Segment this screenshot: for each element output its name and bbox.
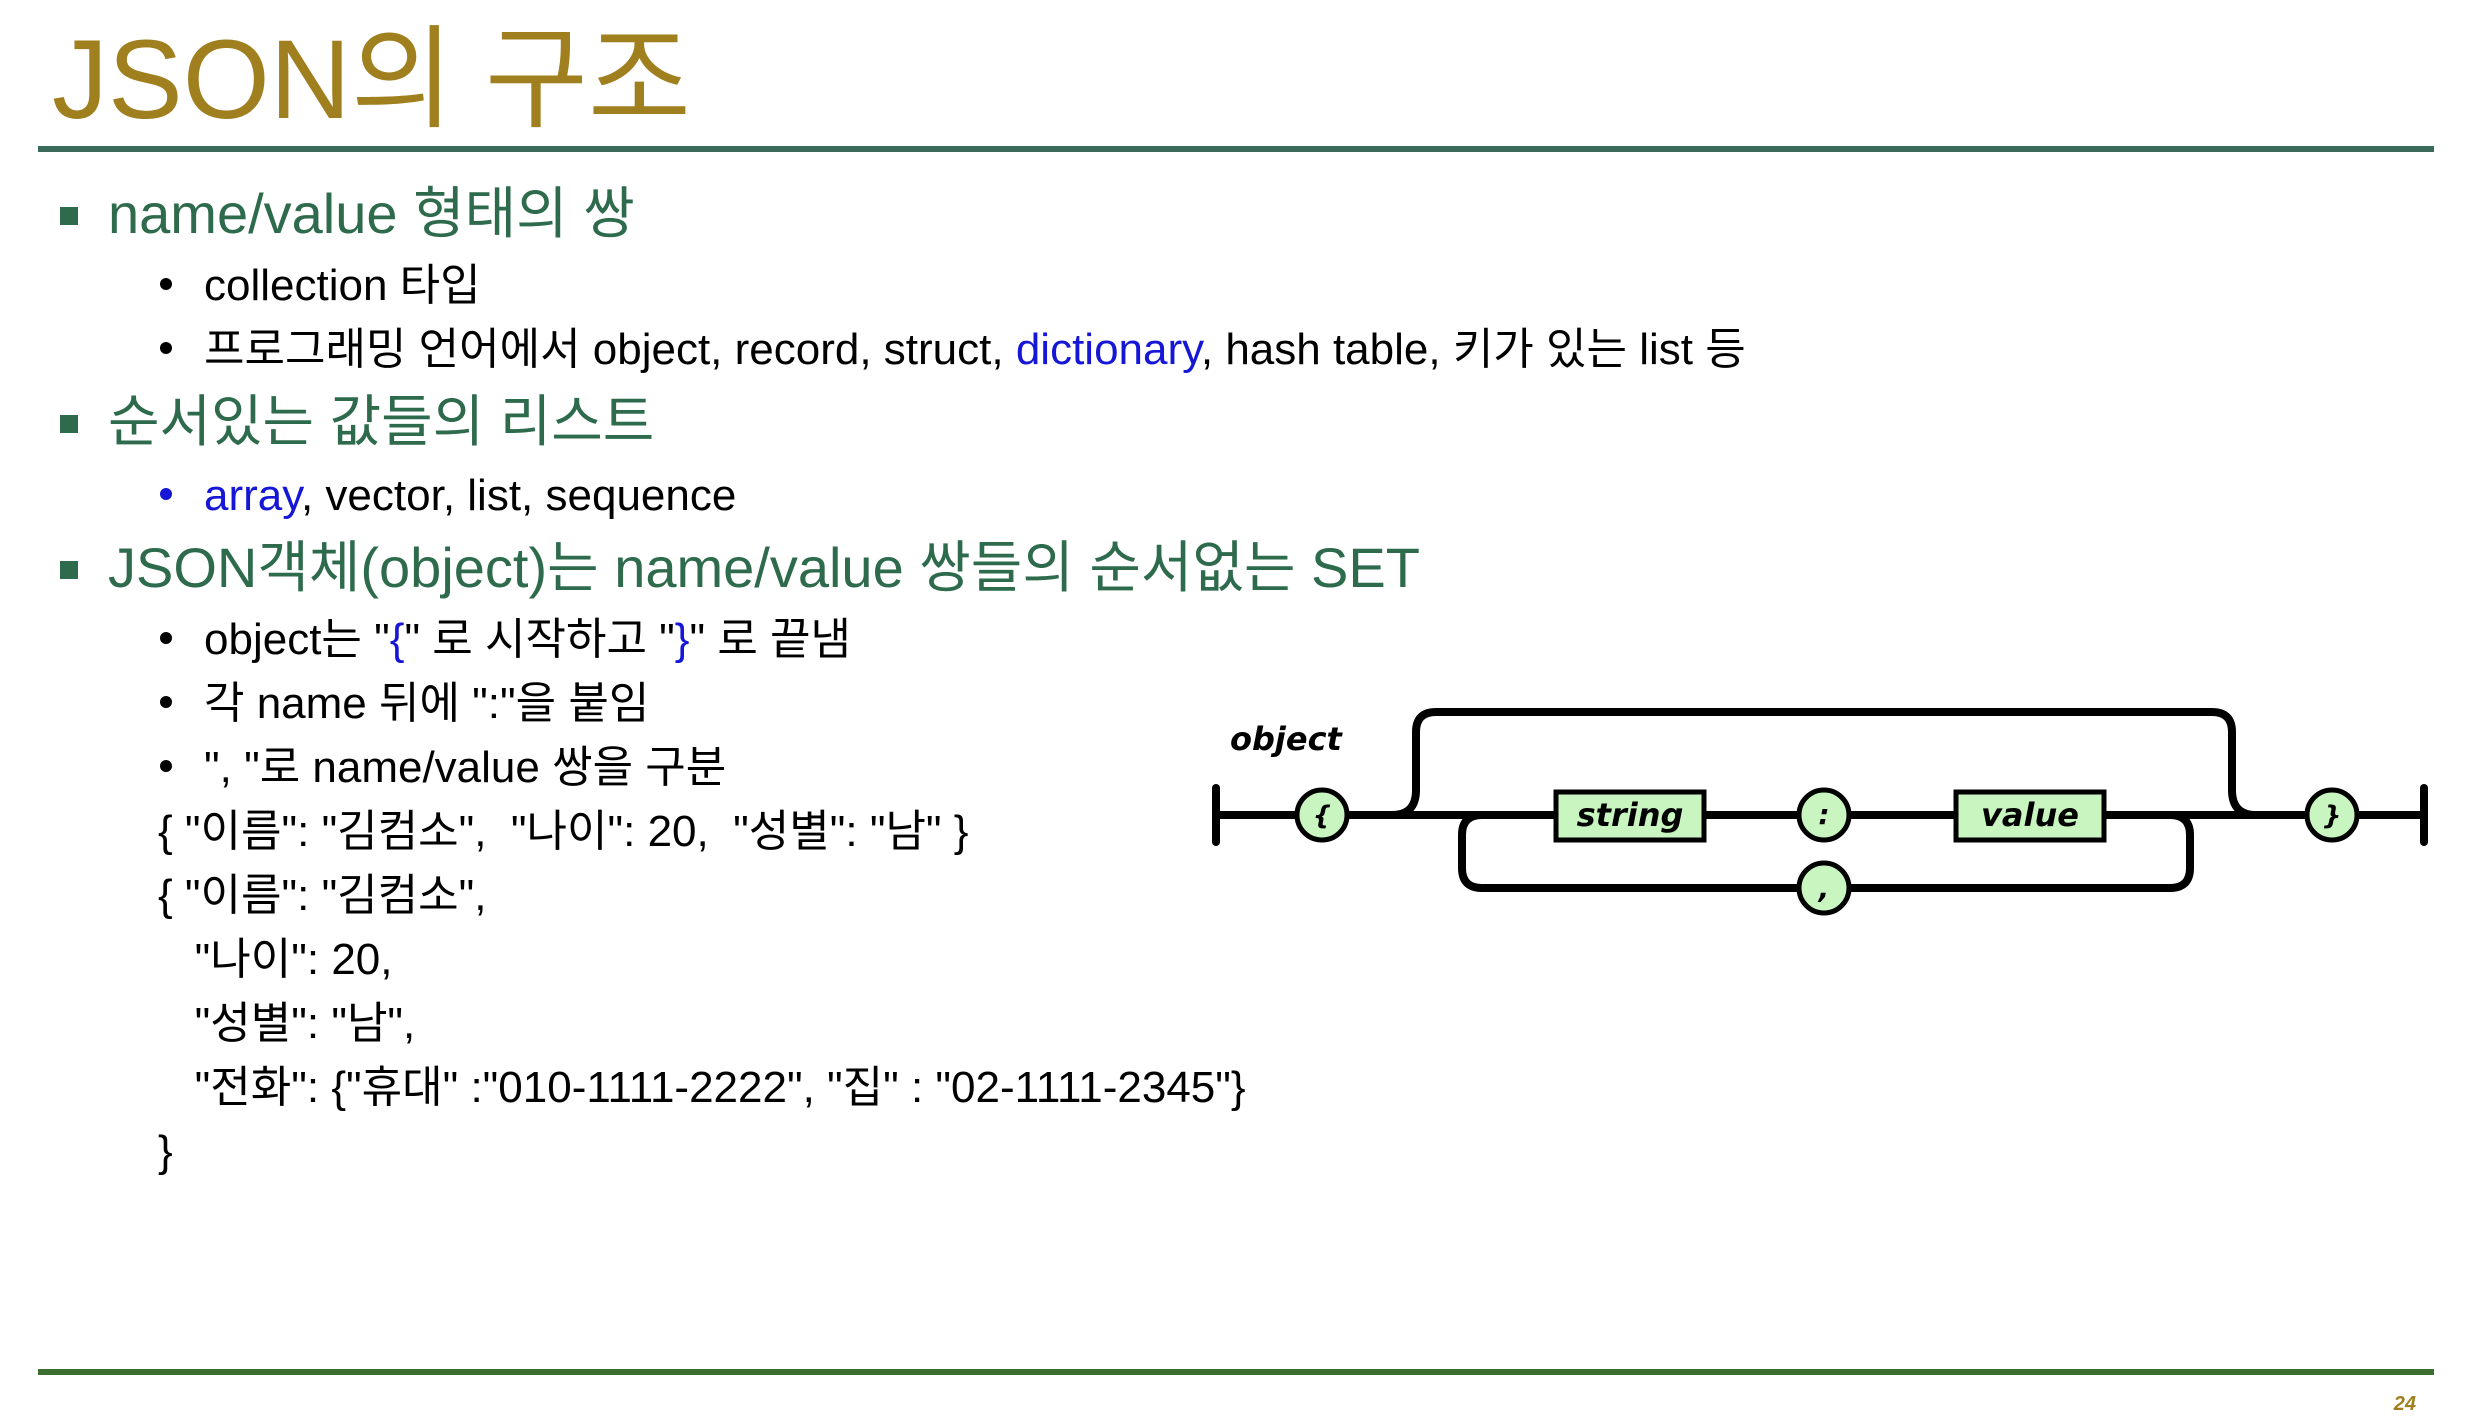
code-line-1: { "이름": "김컴소", "나이": 20, "성별": "남" } [158,807,969,856]
diagram-comma-node [1796,860,1852,916]
bullet-dot-icon [160,632,172,644]
diagram-comma-text: , [1818,872,1830,905]
diagram-close-brace-text: } [2323,801,2342,831]
section-heading-name-value: name/value 형태의 쌍 [60,186,635,242]
diagram-colon-node [1796,787,1852,843]
diagram-label: object [1230,720,1344,758]
diagram-bypass-loop [1388,708,2260,819]
bullet-object-braces: object는 "{" 로 시작하고 "}" 로 끝냄 [160,618,851,662]
page-number: 24 [2393,1393,2416,1415]
code-line-3: "나이": 20, [158,935,393,984]
code-line-5: "전화": {"휴대" :"010-1111-2222", "집" : "02-… [158,1063,1246,1112]
section-heading-json-object: JSON객체(object)는 name/value 쌍들의 순서없는 SET [60,540,1420,596]
diagram-close-brace-node [2304,787,2360,843]
json-object-railroad-diagram: object { string : value } , [1212,708,2428,916]
bullet-language-names: 프로그래밍 언어에서 object, record, struct, dicti… [160,328,1746,372]
bullet-collection-type: collection 타입 [160,264,481,308]
diagram-value-text: value [1981,796,2079,834]
diagram-value-box [1953,789,2107,843]
highlight-open-brace: { [389,615,405,664]
highlight-close-brace: } [674,615,690,664]
diagram-string-text: string [1577,796,1684,834]
bullet-dot-icon [160,760,172,772]
square-bullet-icon [60,561,78,579]
highlight-dictionary: dictionary [1015,325,1201,374]
diagram-open-brace-node [1294,787,1350,843]
square-bullet-icon [60,415,78,433]
footer-divider [38,1369,2434,1375]
bullet-name-colon: 각 name 뒤에 ":"을 붙임 [160,682,649,726]
code-line-6: } [158,1127,173,1176]
section-heading-ordered-list: 순서있는 값들의 리스트 [60,394,654,450]
bullet-dot-icon [160,488,172,500]
title-divider [38,146,2434,152]
slide-title: JSON의 구조 [52,17,691,142]
bullet-dot-icon [160,278,172,290]
highlight-array: array [204,471,301,520]
bullet-array-types: array, vector, list, sequence [160,474,736,518]
diagram-open-brace-text: { [1313,801,1332,831]
bullet-comma-separator: ", "로 name/value 쌍을 구분 [160,746,726,790]
diagram-string-box [1553,789,1707,843]
bullet-dot-icon [160,696,172,708]
diagram-colon-text: : [1818,798,1829,831]
square-bullet-icon [60,207,78,225]
code-line-2: { "이름": "김컴소", [158,871,487,920]
bullet-dot-icon [160,342,172,354]
code-line-4: "성별": "남", [158,999,416,1048]
